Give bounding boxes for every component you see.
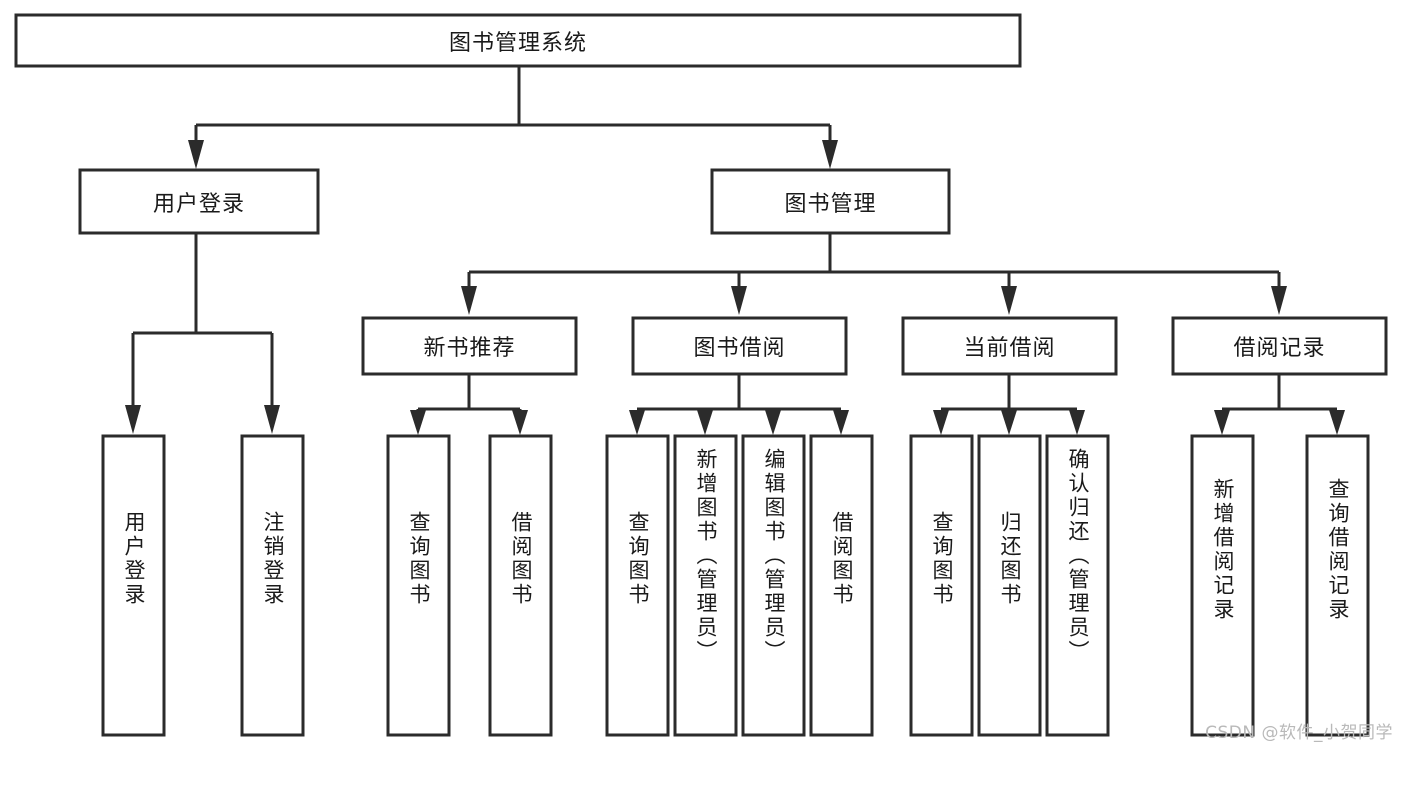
node-leaf-add-book[interactable] (673, 434, 738, 737)
arrow-head-leaf-query-book-1 (410, 410, 426, 435)
node-root[interactable] (14, 13, 1022, 68)
node-leaf-logout[interactable] (240, 434, 305, 737)
arrow-head-user-login (188, 140, 204, 169)
arrow-head-borrow-record (1271, 286, 1287, 315)
arrow-head-leaf-query-record (1329, 410, 1345, 435)
arrow-head-leaf-query-book-3 (933, 410, 949, 435)
arrow-head-leaf-user-login (125, 405, 141, 434)
node-book-borrow[interactable] (631, 316, 848, 376)
connector-borrow-record-to-leaves (1214, 374, 1345, 435)
node-leaf-confirm-return[interactable] (1045, 434, 1110, 737)
arrow-head-leaf-logout (264, 405, 280, 434)
connector-new-book-recommend-to-leaves (410, 374, 528, 435)
arrow-head-new-book-recommend (461, 286, 477, 315)
node-new-book-recommend[interactable] (361, 316, 578, 376)
node-current-borrow[interactable] (901, 316, 1118, 376)
node-borrow-record[interactable] (1171, 316, 1388, 376)
arrow-head-current-borrow (1001, 286, 1017, 315)
tree-diagram-svg (14, 13, 1388, 737)
connector-root-to-level1 (188, 67, 838, 169)
node-leaf-query-record[interactable] (1305, 434, 1370, 737)
node-user-login[interactable] (78, 168, 320, 235)
arrow-head-leaf-borrow-book-2 (833, 410, 849, 435)
node-book-manage[interactable] (710, 168, 951, 235)
node-leaf-add-record[interactable] (1190, 434, 1255, 737)
arrow-head-leaf-edit-book (765, 410, 781, 435)
node-leaf-borrow-book-1[interactable] (488, 434, 553, 737)
connector-user-login-to-leaves (125, 233, 280, 434)
arrow-head-leaf-return-book (1001, 410, 1017, 435)
arrow-head-leaf-add-book (697, 410, 713, 435)
connector-book-manage-to-level2 (461, 233, 1287, 315)
node-leaf-return-book[interactable] (977, 434, 1042, 737)
watermark: CSDN @软件_小贺同学 (1205, 723, 1393, 743)
node-leaf-user-login[interactable] (101, 434, 166, 737)
diagram-canvas: 图书管理系统 用户登录 图书管理 新书推荐 图书借阅 当前借阅 借阅记录 用户登… (14, 13, 1393, 743)
node-leaf-query-book-1[interactable] (386, 434, 451, 737)
arrow-head-leaf-query-book-2 (629, 410, 645, 435)
node-leaf-edit-book[interactable] (741, 434, 806, 737)
arrow-head-leaf-add-record (1214, 410, 1230, 435)
arrow-head-leaf-borrow-book-1 (512, 410, 528, 435)
arrow-head-book-manage (822, 140, 838, 169)
arrow-head-book-borrow (731, 286, 747, 315)
arrow-head-leaf-confirm-return (1069, 410, 1085, 435)
connector-current-borrow-to-leaves (933, 374, 1085, 435)
node-leaf-borrow-book-2[interactable] (809, 434, 874, 737)
node-leaf-query-book-3[interactable] (909, 434, 974, 737)
node-leaf-query-book-2[interactable] (605, 434, 670, 737)
connector-book-borrow-to-leaves (629, 374, 849, 435)
